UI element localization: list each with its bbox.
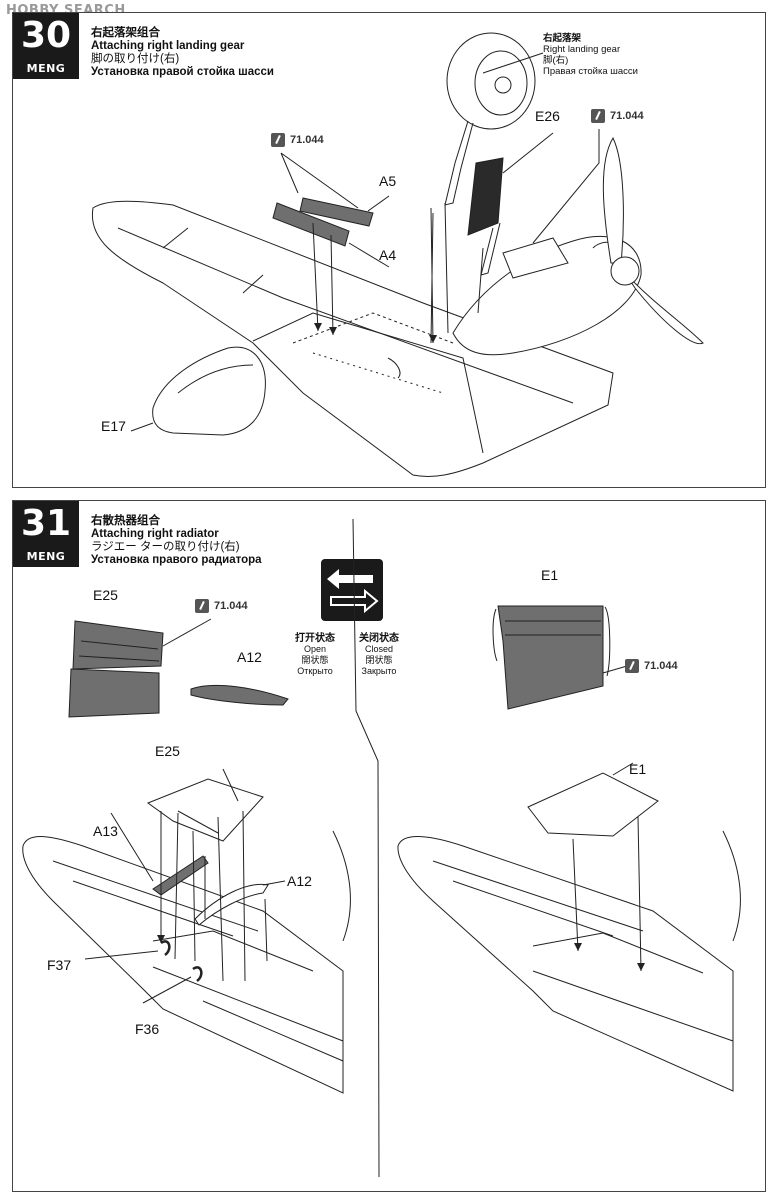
title-ja: ラジエー ターの取り付け(右) [91,541,240,553]
part-label: A5 [379,173,397,189]
step-31-badge: 31 MENG [13,501,79,567]
paintbrush-icon [195,599,209,613]
paint-code: 71.044 [290,134,324,146]
step-30-title: 右起落架组合 Attaching right landing gear 脚の取り… [91,27,274,79]
paint-code: 71.044 [644,660,678,672]
part-label: E25 [93,587,118,603]
step-number: 30 [20,15,72,56]
part-label: A12 [237,649,262,665]
paint-callout-b: 71.044 [591,109,644,123]
step-31-diagram [22,518,741,1178]
title-ja: 脚の取り付け(右) [91,53,180,65]
open-closed-arrows [321,559,383,621]
double-arrow-icon [327,569,379,614]
part-label: A12 [287,873,312,889]
part-label: A4 [379,247,397,263]
part-label: A13 [93,823,118,839]
part-label: F36 [135,1021,160,1037]
step-31-panel: 31 MENG 右散热器组合 Attaching right radiator … [12,500,766,1192]
part-label: E26 [535,108,560,124]
paintbrush-icon [591,109,605,123]
step-31-title: 右散热器组合 Attaching right radiator ラジエー ターの… [91,515,262,567]
paint-callout-c: 71.044 [195,599,248,613]
title-zh: 右起落架组合 [91,27,160,39]
title-en: Attaching right radiator [91,528,219,540]
paintbrush-icon [271,133,285,147]
brand-logo: MENG [26,62,66,75]
step-number: 31 [20,503,72,544]
part-label: E1 [629,761,647,777]
part-label: F37 [47,957,72,973]
paint-callout-d: 71.044 [625,659,678,673]
paint-code: 71.044 [610,110,644,122]
step-30-diagram [91,32,704,477]
part-label: E25 [155,743,180,759]
brand-logo: MENG [26,550,66,563]
part-label: E17 [101,418,126,434]
part-label: E1 [541,567,559,583]
paint-callout-a: 71.044 [271,133,324,147]
title-en: Attaching right landing gear [91,40,245,52]
paint-code: 71.044 [214,600,248,612]
right-landing-gear-callout: 右起落架 Right landing gear 脚(右) Правая стой… [543,33,638,77]
paintbrush-icon [625,659,639,673]
step-30-panel: 30 MENG 右起落架组合 Attaching right landing g… [12,12,766,488]
closed-state-label: 关闭状态 Closed 閉状態 Закрыто [359,633,399,676]
title-ru: Установка правой стойка шасси [91,66,274,78]
title-ru: Установка правого радиатора [91,554,262,566]
title-zh: 右散热器组合 [91,515,160,527]
open-state-label: 打开状态 Open 開状態 Открыто [295,633,335,676]
step-30-badge: 30 MENG [13,13,79,79]
